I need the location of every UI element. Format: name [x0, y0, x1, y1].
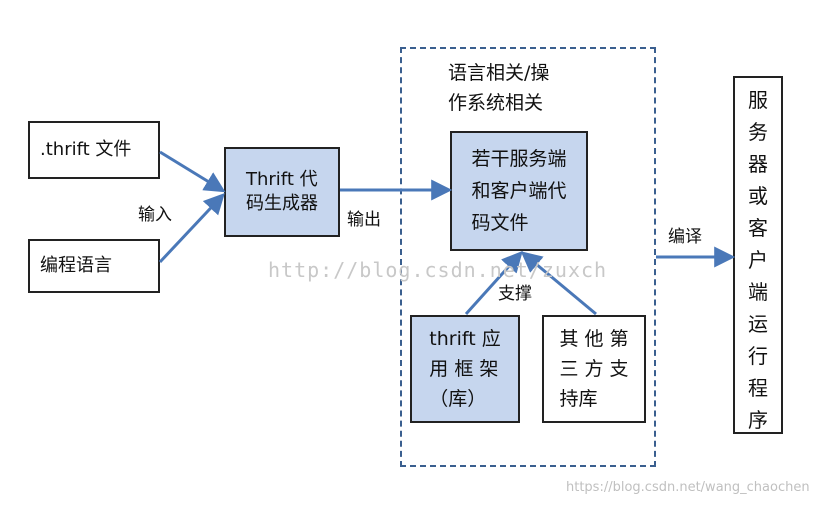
- thrift-file-label: .thrift 文件: [40, 138, 132, 160]
- platform-dependent-group: [400, 47, 656, 467]
- edge-label-output: 输出: [347, 210, 381, 230]
- arrow-thrift-to-generator: [159, 150, 226, 193]
- thrift-framework-label: thrift 应 用 框 架 （库）: [429, 328, 501, 410]
- programming-language-label: 编程语言: [40, 254, 112, 276]
- thrift-framework-box: thrift 应 用 框 架 （库）: [410, 315, 520, 423]
- arrow-framework-to-code: [464, 250, 523, 316]
- watermark-text: http://blog.csdn.net/zuxch: [268, 258, 608, 282]
- code-generator-box: Thrift 代 码生成器: [224, 147, 340, 237]
- edge-label-support: 支撑: [498, 284, 532, 304]
- program-label: 服 务 器 或 客 户 端 运 行 程 序: [748, 88, 768, 432]
- edge-label-compile: 编译: [668, 227, 702, 247]
- group-title: 语言相关/操 作系统相关: [448, 62, 550, 114]
- generated-code-label: 若干服务端 和客户端代 码文件: [471, 148, 567, 234]
- generated-code-box: 若干服务端 和客户端代 码文件: [450, 131, 588, 251]
- third-party-box: 其 他 第 三 方 支 持库: [542, 315, 646, 423]
- program-box: 服 务 器 或 客 户 端 运 行 程 序: [733, 76, 783, 434]
- arrow-language-to-generator: [158, 192, 225, 264]
- thrift-file-box: .thrift 文件: [28, 121, 160, 179]
- credit-text: https://blog.csdn.net/wang_chaochen: [566, 480, 810, 495]
- code-generator-label: Thrift 代 码生成器: [246, 168, 318, 214]
- third-party-label: 其 他 第 三 方 支 持库: [559, 328, 629, 410]
- programming-language-box: 编程语言: [28, 239, 160, 293]
- arrow-thirdparty-to-code: [520, 251, 597, 316]
- edge-label-input: 输入: [138, 205, 172, 225]
